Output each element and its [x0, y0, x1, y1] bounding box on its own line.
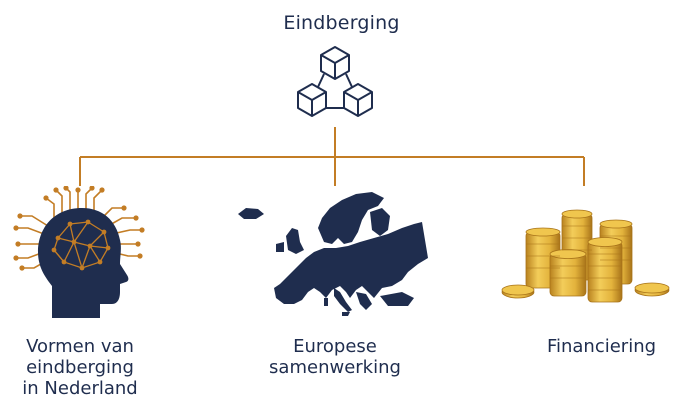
- branch-label-vormen: Vormen van eindberging in Nederland: [0, 336, 160, 399]
- branch-label-line: in Nederland: [22, 378, 138, 399]
- blocks-icon: [297, 46, 373, 117]
- brain-circuit-icon: [13, 186, 145, 318]
- branch-label-europese: Europese samenwerking: [250, 336, 420, 378]
- gold-coins-icon: [501, 209, 670, 303]
- branch-label-financiering: Financiering: [520, 336, 683, 357]
- branch-label-line: Financiering: [546, 336, 657, 357]
- root-title: Eindberging: [283, 12, 400, 34]
- branch-label-line: Europese: [293, 336, 377, 357]
- branch-label-line: eindberging: [26, 357, 134, 378]
- europe-map-icon: [238, 192, 428, 316]
- branch-label-line: samenwerking: [269, 357, 401, 378]
- branch-label-line: Vormen van: [26, 336, 134, 357]
